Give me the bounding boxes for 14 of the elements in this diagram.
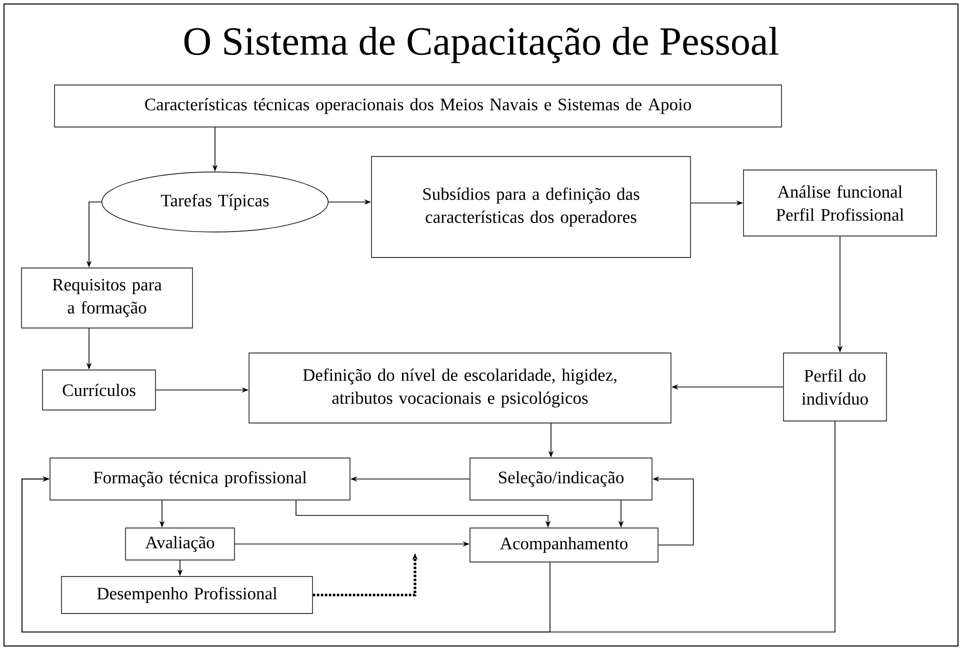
process-box: Características técnicas operacionais dos Meios Navais e Sistemas de Apoio: [54, 84, 782, 128]
process-box: Acompanhamento: [470, 528, 658, 562]
title: O Sistema de Capacitação de Pessoal: [184, 26, 778, 64]
process-box: Seleção/indicação: [470, 458, 652, 500]
process-box: Formação técnica profissional: [50, 458, 350, 500]
process-box: Avaliação: [125, 528, 235, 560]
process-box: Definição do nível de escolaridade, higidez, atributos vocacionais e psicológicos: [248, 352, 672, 424]
process-box: Requisitos para a formação: [21, 268, 193, 328]
process-box: Subsídios para a definição das características dos operadores: [371, 156, 691, 258]
process-box: Desempenho Profissional: [61, 576, 313, 614]
process-box: Currículos: [42, 370, 156, 410]
arrow: [22, 476, 550, 632]
process-box: Análise funcional Perfil Profissional: [743, 170, 937, 236]
process-box: Perfil do indivíduo: [783, 352, 887, 422]
